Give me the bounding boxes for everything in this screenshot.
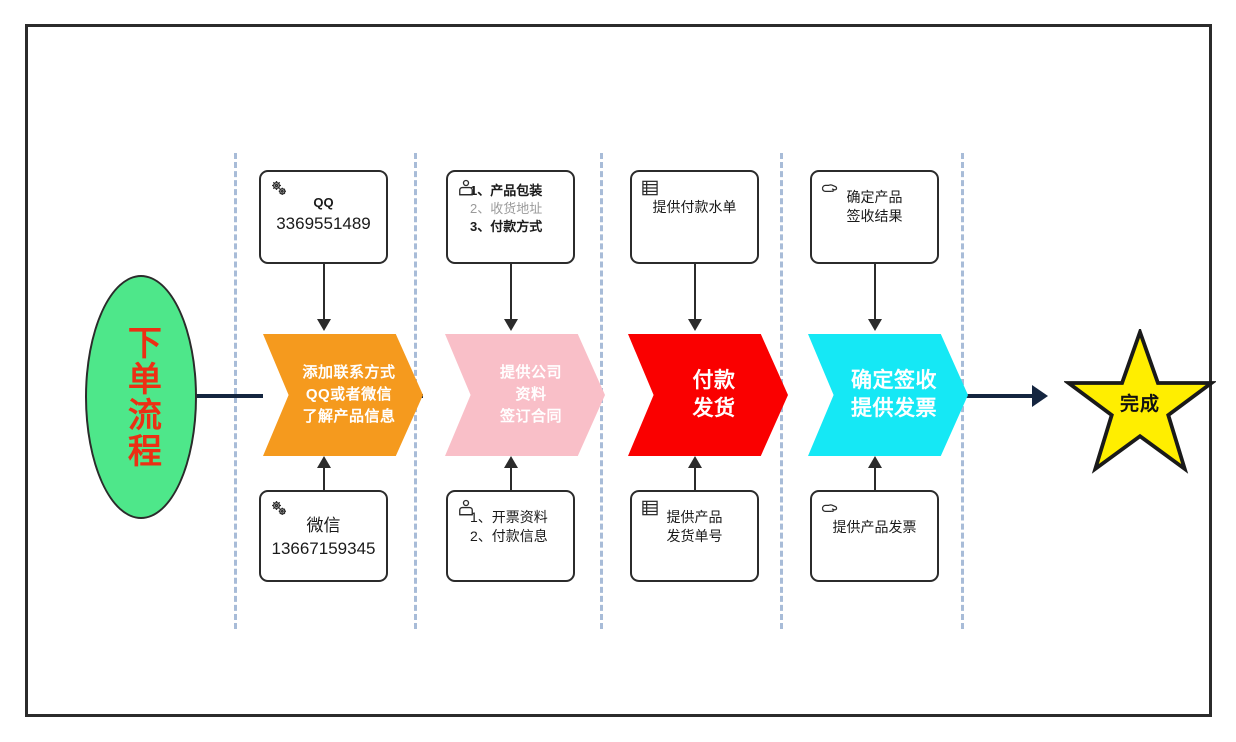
stage-4-top-connector — [874, 264, 876, 322]
end-node[interactable]: 完成 — [1062, 326, 1218, 475]
stage-2-top-box[interactable]: 1、产品包装 2、收货地址 3、付款方式 — [446, 170, 575, 264]
stage-1-bottom-box[interactable]: 微信 13667159345 — [259, 490, 388, 582]
stage-3-top-arrowhead — [688, 319, 702, 331]
stage-1-top-box-text: QQ 3369551489 — [267, 194, 380, 235]
end-node-label: 完成 — [1119, 394, 1160, 415]
star-icon — [1062, 326, 1218, 474]
person-box-icon — [456, 178, 476, 198]
stage-2-top-arrowhead — [504, 319, 518, 331]
diagram-frame: 下单流程 QQ 3369551489 添加 — [25, 24, 1218, 717]
stage-1-bottom-arrowhead — [317, 456, 331, 468]
flow-line-start — [138, 394, 263, 398]
pointing-hand-icon — [820, 178, 840, 198]
stage-4-top-box-text: 确定产品 签收结果 — [818, 188, 931, 227]
stage-4-bottom-box[interactable]: 提供产品发票 — [810, 490, 939, 582]
stage-1-top-box[interactable]: QQ 3369551489 — [259, 170, 388, 264]
person-box-icon — [456, 498, 476, 518]
stage-3-top-connector — [694, 264, 696, 322]
stage-4-top-line-2: 签收结果 — [846, 208, 903, 225]
flow-line-end — [928, 394, 1033, 398]
stage-3-bottom-arrowhead — [688, 456, 702, 468]
phase-divider-1 — [234, 153, 237, 629]
stage-3-bottom-line-2: 发货单号 — [666, 528, 723, 545]
stage-1-top-arrowhead — [317, 319, 331, 331]
list-document-icon — [640, 178, 660, 198]
list-document-icon — [640, 498, 660, 518]
stage-1-top-line-2: 3369551489 — [276, 213, 371, 233]
gears-icon — [269, 178, 289, 198]
gears-icon — [269, 498, 289, 518]
stage-3-chevron[interactable]: 付款发货 — [628, 334, 788, 456]
stage-4-chevron-label: 确定签收提供发票 — [851, 368, 937, 420]
stage-4-bottom-line-1: 提供产品发票 — [832, 519, 917, 535]
stage-4-top-box[interactable]: 确定产品 签收结果 — [810, 170, 939, 264]
stage-3-top-box-text: 提供付款水单 — [638, 198, 751, 217]
stage-2-top-box-text: 1、产品包装 2、收货地址 3、付款方式 — [454, 182, 567, 236]
stage-2-bottom-box-text: 1、开票资料 2、付款信息 — [454, 508, 567, 547]
stage-2-bottom-line-1: 1、开票资料 — [470, 509, 548, 525]
start-node-label: 下单流程 — [122, 325, 161, 469]
stage-4-top-line-1: 确定产品 — [846, 189, 903, 205]
stage-2-top-line-3: 3、付款方式 — [470, 218, 543, 234]
stage-2-bottom-line-2: 2、付款信息 — [470, 528, 548, 545]
stage-1-top-connector — [323, 264, 325, 322]
stage-1-bottom-line-2: 13667159345 — [271, 539, 376, 559]
pointing-hand-icon — [820, 498, 840, 518]
stage-2-chevron-label: 提供公司资料签订合同 — [499, 364, 562, 425]
stage-4-bottom-box-text: 提供产品发票 — [818, 518, 931, 537]
stage-2-bottom-box[interactable]: 1、开票资料 2、付款信息 — [446, 490, 575, 582]
stage-3-top-box[interactable]: 提供付款水单 — [630, 170, 759, 264]
stage-3-bottom-box[interactable]: 提供产品 发货单号 — [630, 490, 759, 582]
stage-2-chevron[interactable]: 提供公司资料签订合同 — [445, 334, 605, 456]
flow-arrowhead-end — [1032, 385, 1048, 407]
stage-1-bottom-box-text: 微信 13667159345 — [267, 514, 380, 561]
stage-4-bottom-arrowhead — [868, 456, 882, 468]
stage-2-top-line-2: 2、收货地址 — [470, 200, 543, 216]
stage-3-top-line-1: 提供付款水单 — [652, 199, 737, 215]
stage-1-bottom-line-1: 微信 — [306, 516, 341, 535]
stage-3-bottom-box-text: 提供产品 发货单号 — [638, 508, 751, 547]
stage-1-top-line-1: QQ — [313, 195, 334, 210]
stage-3-chevron-label: 付款发货 — [692, 368, 736, 420]
stage-4-chevron[interactable]: 确定签收提供发票 — [808, 334, 968, 456]
stage-3-bottom-line-1: 提供产品 — [666, 509, 723, 525]
stage-2-top-connector — [510, 264, 512, 322]
stage-2-bottom-arrowhead — [504, 456, 518, 468]
stage-2-top-line-1: 1、产品包装 — [470, 183, 543, 198]
start-node[interactable]: 下单流程 — [85, 275, 197, 519]
stage-4-top-arrowhead — [868, 319, 882, 331]
